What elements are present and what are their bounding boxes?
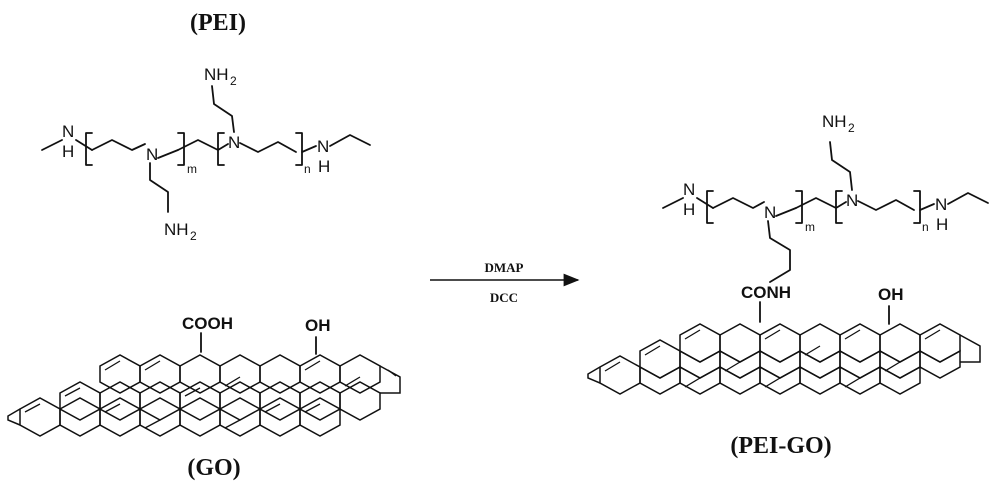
pei-n1: N — [146, 145, 158, 164]
peigo-nh-left-h: H — [683, 200, 695, 219]
pei-nh-left-n: N — [62, 122, 74, 141]
peigo-conh: CONH — [741, 283, 791, 302]
pei-top-nh2-sub: 2 — [230, 74, 237, 88]
peigo-m: m — [805, 220, 815, 234]
pei-go-label: (PEI-GO) — [730, 433, 831, 459]
pei-n2: N — [228, 133, 240, 152]
go-label: (GO) — [187, 455, 240, 481]
peigo-n2: N — [846, 191, 858, 210]
pei-structure: (PEI) N H N m N n N H NH 2 NH 2 — [41, 10, 371, 243]
pei-nh-right-h: H — [318, 157, 330, 176]
reaction-arrow: DMAP DCC — [430, 260, 580, 305]
peigo-top-nh2-sub: 2 — [848, 121, 855, 135]
pei-nh-left-h: H — [62, 142, 74, 161]
pei-top-nh2: NH — [204, 65, 229, 84]
peigo-nh-right-h: H — [936, 215, 948, 234]
pei-go-structure: N H N m N n N H NH 2 CONH OH — [587, 112, 989, 459]
peigo-sheet — [587, 323, 981, 395]
reagent-dcc: DCC — [490, 290, 518, 305]
go-sheet — [7, 354, 401, 437]
pei-label: (PEI) — [190, 10, 246, 36]
peigo-n: n — [922, 220, 929, 234]
pei-m: m — [187, 162, 197, 176]
go-cooh: COOH — [182, 314, 233, 333]
peigo-oh: OH — [878, 285, 904, 304]
peigo-top-nh2: NH — [822, 112, 847, 131]
go-structure: COOH OH — [7, 314, 401, 481]
peigo-n1: N — [764, 203, 776, 222]
go-oh: OH — [305, 316, 331, 335]
pei-bottom-nh2: NH — [164, 220, 189, 239]
reagent-dmap: DMAP — [485, 260, 524, 275]
pei-bottom-nh2-sub: 2 — [190, 229, 197, 243]
peigo-nh-right-n: N — [935, 195, 947, 214]
pei-nh-right-n: N — [317, 137, 329, 156]
peigo-nh-left-n: N — [683, 180, 695, 199]
pei-n: n — [304, 162, 311, 176]
